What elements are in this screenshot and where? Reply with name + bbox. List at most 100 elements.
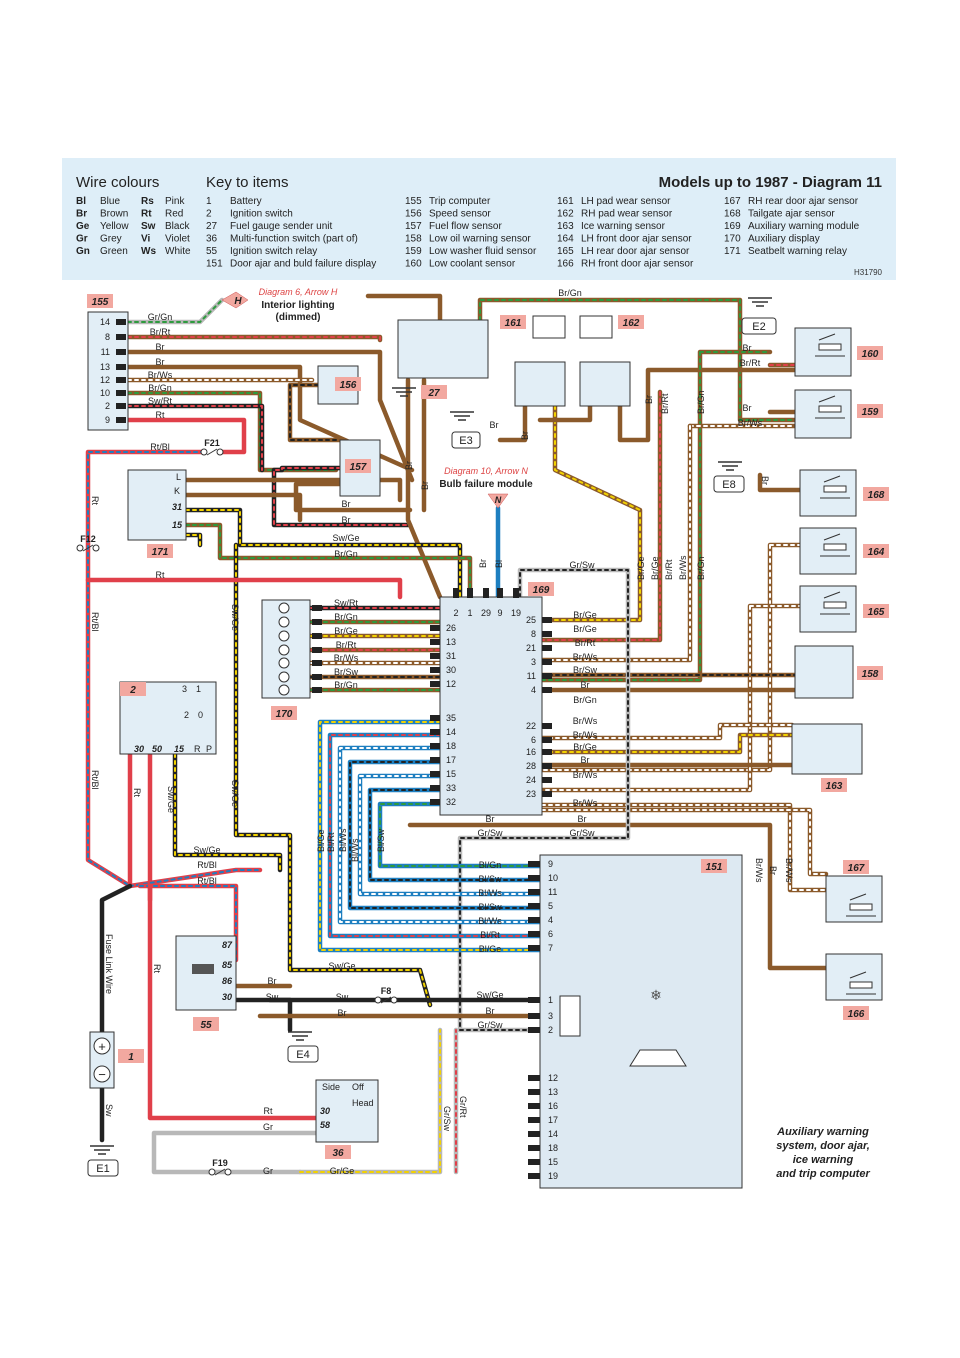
wire-label: Sw/Ge [230, 780, 240, 807]
pin-155: 11 [101, 347, 110, 357]
wire [405, 377, 443, 600]
connector-pin [430, 715, 440, 721]
lh-pad-wear-sensor-box [514, 361, 566, 407]
wire-label-151: Gr/Sw [477, 1020, 503, 1030]
key-item-number: 169 [724, 221, 741, 232]
switch36-label: Off [352, 1082, 364, 1092]
pin-169-right: 28 [526, 761, 536, 771]
wire-colour-code: Ws [141, 246, 156, 257]
switch-pin: 3 [182, 684, 187, 694]
svg-text:system, door ajar,: system, door ajar, [776, 1140, 870, 1152]
component-tag-box [325, 1145, 351, 1159]
wire-colour-code: Rt [141, 209, 152, 220]
wire-label: Br [404, 461, 414, 470]
wire-label: Br/Rt [660, 393, 670, 414]
wire-label-151: Br [486, 1006, 495, 1016]
wire-label: Gr/Sw [442, 1106, 452, 1132]
wire-label-151: Sw/Ge [476, 990, 503, 1000]
wire-label-155: Gr/Gn [148, 312, 173, 322]
wire-label-169: Br/Ws [573, 730, 598, 740]
key-item-label: Auxiliary warning module [748, 221, 860, 232]
connector-pin [542, 737, 552, 743]
connector-pin [312, 647, 322, 653]
wire-stripe [87, 451, 205, 887]
ground-e3: E3 [459, 435, 472, 447]
component-tag-box [118, 1049, 144, 1063]
ground-icon [748, 297, 772, 307]
key-item-number: 1 [206, 196, 212, 207]
connector-pin [513, 588, 519, 598]
component-tag-box [528, 582, 554, 596]
connector-pin [542, 617, 552, 623]
pin-169-left: 32 [446, 797, 456, 807]
wire-label: Sw [336, 992, 349, 1002]
connector-pin [312, 633, 322, 639]
pin-155: 10 [100, 388, 110, 398]
pin-151: 5 [548, 901, 553, 911]
wire-label: Br/Ws [738, 418, 763, 428]
connector-pin [528, 1075, 540, 1081]
pin-155: 9 [105, 415, 110, 425]
wire-label: Rt [156, 570, 165, 580]
ground-label-box [87, 1159, 119, 1177]
resistor-icon [818, 405, 842, 413]
wire-label: Br/Ws [784, 858, 794, 883]
connector-pin [116, 377, 126, 383]
wire [172, 751, 283, 873]
pin-169-left: 30 [446, 665, 456, 675]
wire-stripe [479, 299, 796, 421]
pin-151: 7 [548, 943, 553, 953]
lamp-icon [278, 630, 290, 642]
battery-negative-icon [93, 1065, 111, 1083]
wire-label: Sw/Ge [166, 786, 176, 813]
wire-label: Rt [152, 964, 162, 973]
fuse-icon [224, 1168, 232, 1176]
switch-pin: R [194, 744, 201, 754]
pin-151: 11 [548, 887, 557, 897]
wire-stripe [127, 336, 381, 341]
connector-pin [528, 931, 540, 937]
wire-label: Br [743, 343, 752, 353]
key-item-number: 165 [557, 246, 574, 257]
h-label-1: Interior lighting [261, 300, 334, 311]
component-tag: 163 [826, 781, 843, 792]
wire [125, 349, 415, 483]
wire-label: Br/Ws [678, 555, 688, 580]
fuse-link [206, 448, 218, 456]
wire-stripe [541, 544, 801, 771]
wire-label: Br [420, 481, 430, 490]
connector-pin [528, 1117, 540, 1123]
wire-label-169: Br [581, 680, 590, 690]
wire-label: Gr [263, 1122, 273, 1132]
pin-169-top: 29 [481, 608, 491, 618]
component-tag: 167 [848, 863, 865, 874]
wire-label: Br [760, 476, 770, 485]
component-tag-box [87, 294, 113, 308]
fuse-link [214, 1168, 226, 1176]
switch-icon [820, 475, 850, 499]
pin-169-left: 14 [446, 727, 456, 737]
key-item-number: 2 [206, 209, 212, 220]
wire-stripe [541, 351, 771, 681]
component-tag-box [421, 385, 447, 399]
ref-code: H31790 [854, 268, 883, 277]
connector-pin [528, 1027, 540, 1033]
wire-label: Sw/Ge [230, 604, 240, 631]
multi-function-switch-box [315, 1079, 379, 1143]
key-item-label: RH pad wear sensor [581, 209, 673, 220]
wire-stripe [459, 569, 629, 1031]
wire-stripe [541, 605, 801, 791]
wire-colour-name: Violet [165, 234, 190, 245]
wire-label: Rt [90, 496, 100, 505]
connector-pin [430, 799, 440, 805]
connector-pin [542, 687, 552, 693]
component-tag-box [863, 544, 889, 558]
n-ref-text: Diagram 10, Arrow N [444, 466, 528, 476]
pin-169-top: 1 [467, 608, 472, 618]
resistor-icon [823, 543, 847, 551]
wire-colour-name: Pink [165, 196, 185, 207]
connector-pin [116, 390, 126, 396]
wire-label: Bl/Rt [326, 832, 336, 852]
relay-pin: 85 [222, 960, 233, 970]
